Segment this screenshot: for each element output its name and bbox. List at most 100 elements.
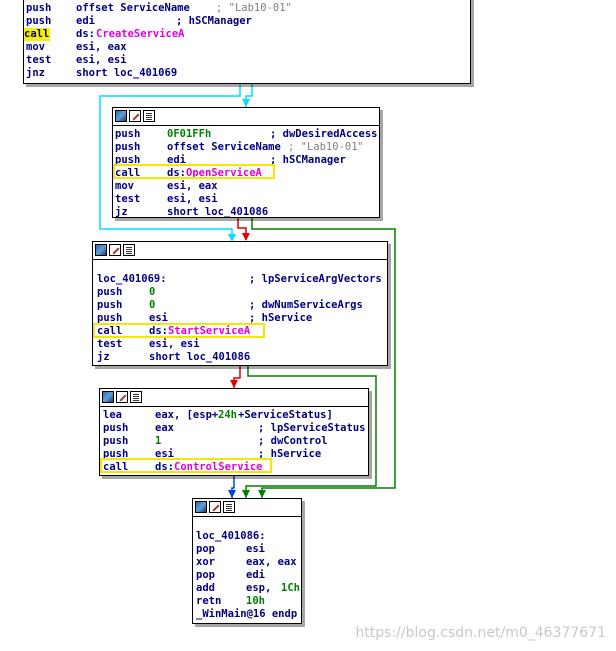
asm-line: push edi ; hSCManager xyxy=(24,15,470,28)
asm-line: push offset ServiceName ; "Lab10-01" xyxy=(113,141,379,154)
comment: ; hSCManager xyxy=(176,15,252,27)
number: 10h xyxy=(246,595,265,607)
mnemonic: lea xyxy=(103,409,122,421)
comment: ; "Lab10-01" xyxy=(288,141,364,153)
mnemonic: call xyxy=(103,461,129,473)
mnemonic: push xyxy=(97,312,123,324)
mnemonic: jnz xyxy=(26,67,45,79)
asm-line: mov esi, eax xyxy=(113,180,379,193)
asm-line: push 0 xyxy=(93,286,387,299)
number: 0 xyxy=(149,299,156,311)
mnemonic: pop xyxy=(196,569,215,581)
mnemonic: jz xyxy=(115,206,128,218)
mnemonic: test xyxy=(115,193,141,205)
asm-line: push 1 ; dwControl xyxy=(100,435,368,448)
mnemonic: push xyxy=(97,299,123,311)
text-view-icon[interactable] xyxy=(123,244,135,256)
operand: short loc_401086 xyxy=(149,351,251,363)
code-block-createservice[interactable]: push offset ServiceName ; "Lab10-01" pus… xyxy=(23,0,471,84)
asm-line-call: call ds: CreateServiceA xyxy=(24,28,470,41)
asm-line: test esi, esi xyxy=(113,193,379,206)
operand: eax, [esp+ xyxy=(155,409,219,421)
proc-end: _WinMain@16 endp xyxy=(196,608,298,620)
text-view-icon[interactable] xyxy=(143,110,155,122)
operand: esi, esi xyxy=(167,193,218,205)
edit-color-icon[interactable] xyxy=(129,110,141,122)
asm-line: xor eax, eax xyxy=(193,556,301,569)
comment: ; dwControl xyxy=(258,435,328,447)
edge-jz-taken-a xyxy=(251,218,396,498)
asm-line: pop esi xyxy=(193,543,301,556)
number: 0 xyxy=(149,286,156,298)
comment: ; lpServiceStatus xyxy=(258,422,366,434)
api-name: OpenServiceA xyxy=(186,167,262,179)
graph-icon[interactable] xyxy=(115,110,127,122)
edit-color-icon[interactable] xyxy=(209,501,221,513)
operand: esi, eax xyxy=(76,41,127,53)
comment: ; hService xyxy=(249,312,313,324)
asm-line: push esi ; hService xyxy=(100,448,368,461)
mnemonic: call xyxy=(24,28,50,41)
asm-line: push 0F01FFh ; dwDesiredAccess xyxy=(113,128,379,141)
code-block-epilogue[interactable]: loc_401086: pop esi xor eax, eax pop edi… xyxy=(192,498,302,624)
edge-arrowhead xyxy=(242,490,250,498)
mnemonic: push xyxy=(26,15,52,27)
edge-jz-taken-b xyxy=(245,366,377,498)
code-block-startservice[interactable]: loc_401069: ; lpServiceArgVectors push 0… xyxy=(92,241,388,366)
mnemonic: call xyxy=(97,325,123,337)
mnemonic: push xyxy=(103,422,129,434)
text-view-icon[interactable] xyxy=(223,501,235,513)
comment: ; "Lab10-01" xyxy=(216,2,292,14)
operand: esi xyxy=(246,543,265,555)
operand: ds: xyxy=(149,325,168,337)
asm-label-line: loc_401069: ; lpServiceArgVectors xyxy=(93,273,387,286)
operand: short loc_401069 xyxy=(76,67,178,79)
api-name: StartServiceA xyxy=(168,325,251,337)
asm-line-call: call ds: ControlService xyxy=(100,461,368,474)
asm-line: retn 10h xyxy=(193,595,301,608)
operand: ds: xyxy=(167,167,186,179)
comment: ; hSCManager xyxy=(270,154,346,166)
mnemonic: jz xyxy=(97,351,110,363)
asm-line: test esi, esi xyxy=(24,54,470,67)
graph-icon[interactable] xyxy=(95,244,107,256)
mnemonic: xor xyxy=(196,556,215,568)
edit-color-icon[interactable] xyxy=(109,244,121,256)
node-titlebar xyxy=(100,389,368,407)
asm-line: add esp, 1Ch xyxy=(193,582,301,595)
asm-line: jz short loc_401086 xyxy=(93,351,387,364)
edge-arrowhead xyxy=(230,380,238,388)
node-titlebar xyxy=(193,499,301,517)
mnemonic: mov xyxy=(26,41,45,53)
asm-line: push 0 ; dwNumServiceArgs xyxy=(93,299,387,312)
graph-icon[interactable] xyxy=(195,501,207,513)
operand: edi xyxy=(76,15,95,27)
node-titlebar xyxy=(93,242,387,260)
mnemonic: retn xyxy=(196,595,222,607)
code-block-controlservice[interactable]: lea eax, [esp+ 24h +ServiceStatus] push … xyxy=(99,388,369,476)
edit-color-icon[interactable] xyxy=(116,391,128,403)
edge-arrowhead xyxy=(228,234,236,242)
text-view-icon[interactable] xyxy=(130,391,142,403)
asm-line: push edi ; hSCManager xyxy=(113,154,379,167)
mnemonic: call xyxy=(115,167,141,179)
api-name: CreateServiceA xyxy=(96,28,185,40)
code-block-openservice[interactable]: push 0F01FFh ; dwDesiredAccess push offs… xyxy=(112,107,380,218)
operand: eax xyxy=(155,422,174,434)
edge-arrowhead xyxy=(242,233,250,241)
graph-icon[interactable] xyxy=(102,391,114,403)
call-highlight-box xyxy=(93,323,265,338)
mnemonic: push xyxy=(103,435,129,447)
mnemonic: push xyxy=(97,286,123,298)
mnemonic: push xyxy=(103,448,129,460)
asm-line: jnz short loc_401069 xyxy=(24,67,470,80)
operand: esi, esi xyxy=(149,338,200,350)
number: 1 xyxy=(155,435,162,447)
operand: offset ServiceName xyxy=(76,2,190,14)
mnemonic: test xyxy=(97,338,123,350)
comment: ; lpServiceArgVectors xyxy=(249,273,382,285)
mnemonic: push xyxy=(115,128,141,140)
operand: +ServiceStatus] xyxy=(238,409,333,421)
asm-line: push eax ; lpServiceStatus xyxy=(100,422,368,435)
operand: esp, xyxy=(246,582,278,594)
